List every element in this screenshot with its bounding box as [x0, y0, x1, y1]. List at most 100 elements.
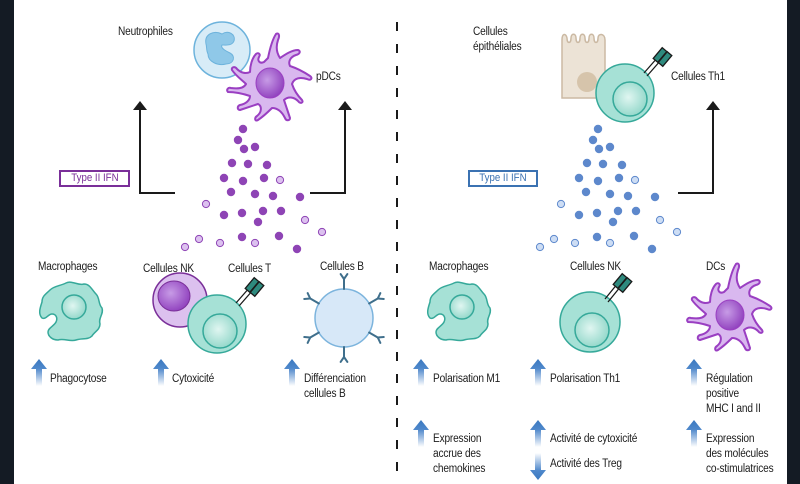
label-nk-cells-right: Cellules NK — [570, 261, 621, 273]
ifn-molecule-dot — [233, 135, 243, 145]
ifn-molecule-dot — [238, 176, 248, 186]
ifn-molecule-dot — [295, 192, 305, 202]
ifn-molecule-dot — [631, 206, 641, 216]
effect-cytoxicite-activity: Activité de cytoxicité — [550, 433, 638, 445]
ifn-molecule-dot — [655, 215, 665, 225]
ifn-molecule-dot — [593, 124, 603, 134]
effect-differenciation-l2: cellules B — [304, 388, 346, 400]
effect-phagocytose: Phagocytose — [50, 373, 107, 385]
effect-mhc-l2: positive — [706, 388, 739, 400]
ifn-molecule-dot — [592, 208, 602, 218]
effect-costim-l2: des molécules — [706, 448, 769, 460]
label-th1-cells: Cellules Th1 — [671, 71, 725, 83]
ifn-molecule-dot — [237, 208, 247, 218]
ifn-molecules-right — [535, 124, 682, 254]
macrophage-icon — [426, 281, 492, 342]
effect-costim-l1: Expression — [706, 433, 755, 445]
ifn-molecule-dot — [194, 234, 204, 244]
ifn-molecule-dot — [570, 238, 580, 248]
antibody-icon — [368, 331, 385, 344]
up-arrow-icon — [413, 420, 429, 447]
ifn-molecule-dot — [549, 234, 559, 244]
ifn-molecule-dot — [238, 124, 248, 134]
up-arrow-icon — [686, 420, 702, 447]
ifn-molecule-dot — [274, 231, 284, 241]
right-branch-arrow — [678, 101, 720, 194]
ifn-molecule-dot — [243, 159, 253, 169]
ifn-molecule-dot — [180, 242, 190, 252]
effect-mhc-l1: Régulation — [706, 373, 753, 385]
ifn-molecules-left — [180, 124, 327, 254]
ifn-molecule-dot — [623, 191, 633, 201]
ifn-molecule-dot — [608, 217, 618, 227]
ifn-molecule-dot — [614, 173, 624, 183]
pdc-icon — [226, 32, 313, 122]
left-branch-arrow-right — [310, 101, 352, 194]
tcr-receptor-icon — [235, 276, 265, 307]
ifn-molecule-dot — [672, 227, 682, 237]
effect-treg-activity: Activité des Treg — [550, 458, 622, 470]
neutrophil-icon — [193, 21, 251, 79]
label-b-cells: Cellules B — [320, 261, 364, 273]
effect-chemokines-l1: Expression — [433, 433, 482, 445]
ifn-molecule-dot — [588, 135, 598, 145]
ifn-molecule-dot — [317, 227, 327, 237]
effect-costim-l3: co-stimulatrices — [706, 463, 774, 475]
antibody-icon — [339, 273, 349, 290]
ifn-label-right: Type II IFN — [468, 170, 538, 187]
antibody-icon — [303, 331, 320, 344]
ifn-molecule-dot — [617, 160, 627, 170]
ifn-molecule-dot — [268, 191, 278, 201]
ifn-molecule-dot — [598, 159, 608, 169]
effect-mhc-l3: MHC I and II — [706, 403, 761, 415]
ifn-molecule-dot — [592, 232, 602, 242]
ifn-molecule-dot — [593, 176, 603, 186]
ifn-label-right-text: Type II IFN — [479, 172, 527, 184]
ifn-molecule-dot — [250, 189, 260, 199]
t-cell-icon — [187, 276, 265, 354]
ifn-molecule-dot — [647, 244, 657, 254]
up-arrow-icon — [686, 359, 702, 386]
ifn-molecule-dot — [629, 231, 639, 241]
nk-cell-icon — [559, 272, 633, 353]
ifn-molecule-dot — [300, 215, 310, 225]
effect-polarisation-m1: Polarisation M1 — [433, 373, 501, 385]
effect-polarisation-th1: Polarisation Th1 — [550, 373, 621, 385]
ifn-molecule-dot — [574, 173, 584, 183]
ifn-molecule-dot — [259, 173, 269, 183]
ifn-molecule-dot — [262, 160, 272, 170]
right-frame-edge — [787, 0, 800, 484]
up-arrow-icon — [530, 359, 546, 386]
ifn-molecule-dot — [227, 158, 237, 168]
b-cell-icon — [303, 273, 385, 363]
ifn-molecule-dot — [250, 142, 260, 152]
label-epithelial-l1: Cellules — [473, 26, 508, 38]
effect-chemokines-l2: accrue des — [433, 448, 481, 460]
effect-cytoxicite: Cytoxicité — [172, 373, 215, 385]
ifn-molecule-dot — [594, 144, 604, 154]
ifn-molecule-dot — [582, 158, 592, 168]
effect-differenciation-l1: Différenciation — [304, 373, 366, 385]
ifn-molecule-dot — [219, 210, 229, 220]
ifn-label-left-text: Type II IFN — [70, 172, 119, 184]
ifn-molecule-dot — [250, 238, 260, 248]
up-arrow-icon — [530, 420, 546, 447]
ifn-molecule-dot — [275, 175, 285, 185]
ifn-molecule-dot — [613, 206, 623, 216]
up-arrow-icon — [413, 359, 429, 386]
receptor-icon — [604, 272, 633, 303]
antibody-icon — [303, 292, 320, 305]
ifn-molecule-dot — [239, 144, 249, 154]
ifn-molecule-dot — [237, 232, 247, 242]
label-macrophages: Macrophages — [38, 261, 98, 273]
antibody-icon — [368, 292, 385, 305]
ifn-molecule-dot — [258, 206, 268, 216]
ifn-molecule-dot — [201, 199, 211, 209]
ifn-molecule-dot — [219, 173, 229, 183]
th1-cell-icon — [595, 46, 673, 123]
dc-icon — [686, 262, 773, 352]
up-arrow-icon — [153, 359, 169, 386]
left-frame-edge — [0, 0, 14, 484]
ifn-molecule-dot — [215, 238, 225, 248]
ifn-molecule-dot — [253, 217, 263, 227]
